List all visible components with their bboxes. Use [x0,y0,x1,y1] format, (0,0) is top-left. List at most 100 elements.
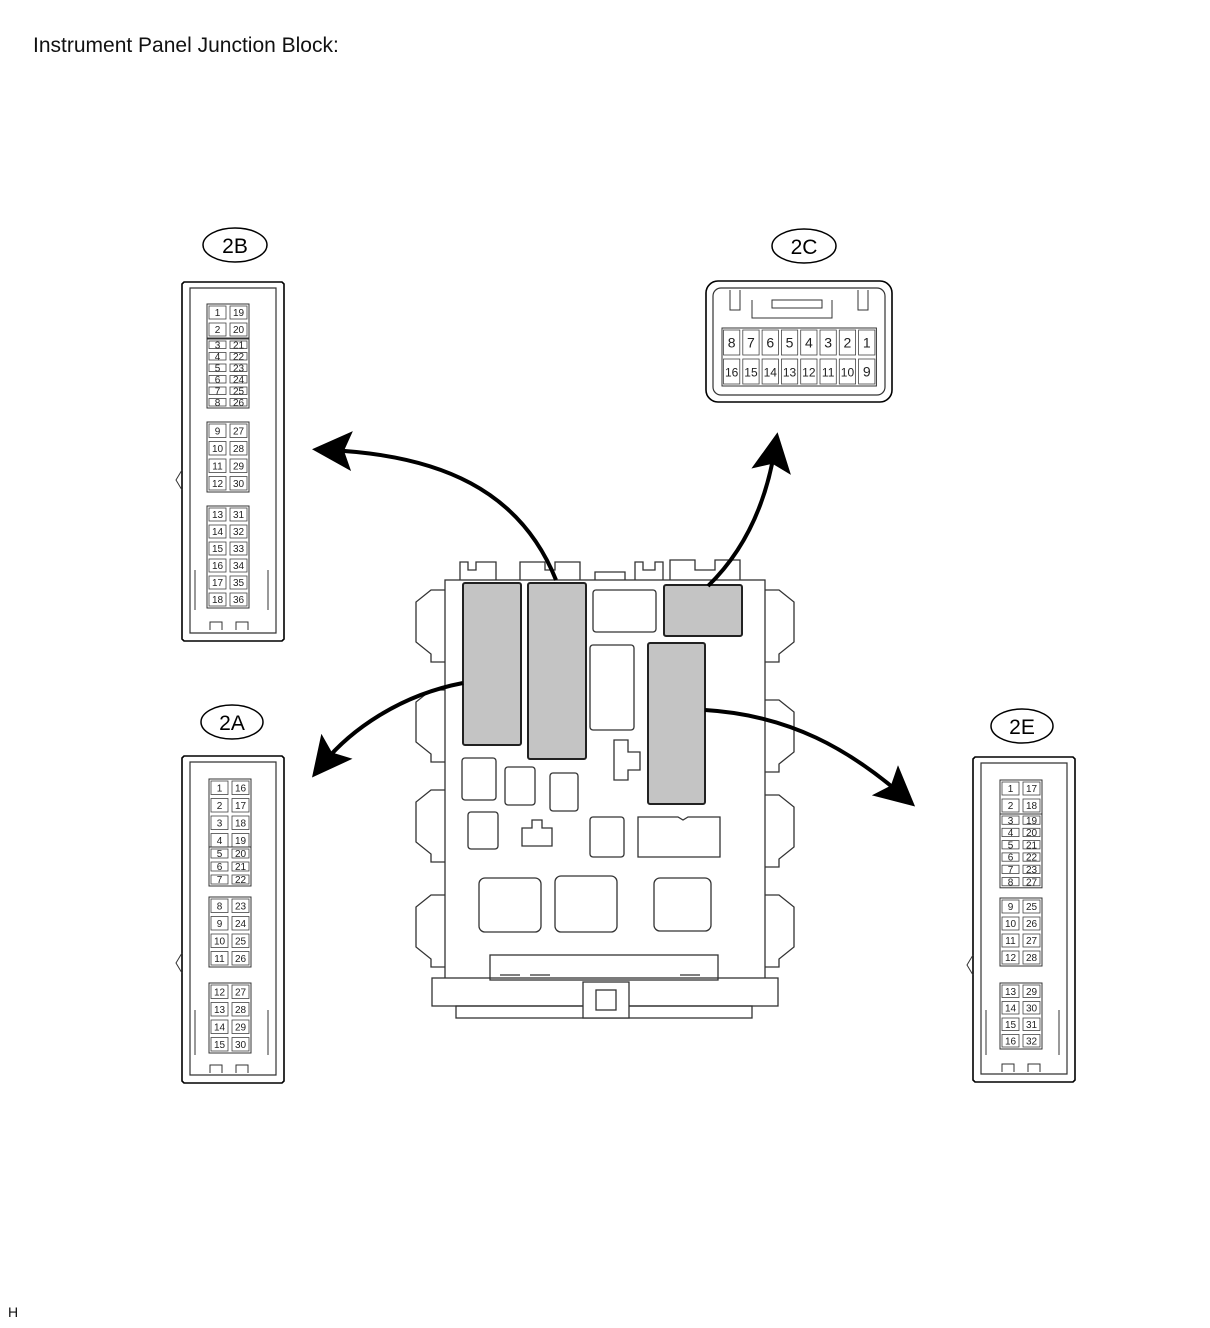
connector-2a-pin-cell [210,848,229,859]
connector-2a-label-badge: 2A [200,704,264,740]
connector-2c-pin-cell [838,329,856,356]
connector-2e-pin-cell [1001,899,1020,914]
connector-2b-pin-cell [229,575,248,590]
connector-2a-pin-number: 27 [235,987,247,998]
connector-2a-pin-number: 1 [217,783,223,794]
connector-2b-pin-cell [229,340,248,349]
connector-2e-pin-number: 25 [1026,902,1038,913]
connector-2e-pin-number: 7 [1008,865,1014,876]
connector-2e-pin-number: 1 [1008,784,1014,795]
arrow-to-2c [706,432,791,588]
connector-2a-pin-cell [210,1037,229,1052]
connector-2a-pin-number: 6 [217,862,223,873]
connector-2a-pin-cell [210,1019,229,1034]
connector-2a-pin-number: 18 [235,818,247,829]
connector-2b-pin-cell [229,476,248,491]
connector-2c-pin-number: 14 [764,366,778,380]
connector-2b-pin-number: 13 [212,510,224,521]
connector-2a-pin-number: 2 [217,801,223,812]
connector-2e-pin-number: 28 [1026,953,1038,964]
connector-2e-pin-cell [1001,815,1020,825]
connector-2a-pin-cell [231,848,250,859]
connector-2a-pin-cell [231,951,250,966]
connector-2b-pin-number: 11 [212,461,223,472]
connector-2c-pin-number: 3 [824,335,832,351]
connector-2b-pin-number: 10 [212,444,224,455]
connector-2b-pin-number: 23 [233,363,245,374]
connector-2e-pin-number: 8 [1008,877,1014,888]
connector-2b-pin-cell [229,441,248,456]
connector-2c-pin-number: 5 [786,335,794,351]
connector-2a-pin-number: 20 [235,849,247,860]
connector-2e-pin-cell [1022,781,1041,796]
connector-2e-pin-cell [1001,877,1020,887]
connector-2c-pin-number: 4 [805,335,813,351]
connector-2a-pin-number: 7 [217,875,223,886]
connector-2a-pin-cell [210,861,229,872]
connector-2a-pin-cell [231,1002,250,1017]
connector-2b-pin-number: 30 [233,479,245,490]
connector-2e-pin-number: 19 [1026,816,1038,827]
connector-2c-pin-cell [858,329,876,356]
connector-2a-pin-cell [210,1002,229,1017]
connector-2c-pin-cell [819,358,837,385]
connector-2b-pin-cell [229,352,248,361]
connector-2e-pin-number: 14 [1005,1003,1017,1014]
connector-2e-pin-number: 12 [1005,953,1017,964]
connector-2a-pin-cell [210,898,229,913]
connector-2b-pin-number: 22 [233,352,245,363]
connector-2b-label-badge: 2B [202,227,268,263]
connector-2e-pin-number: 23 [1026,865,1038,876]
connector-2c-label-badge: 2C [771,228,837,264]
connector-2e-pin-cell [1001,1001,1020,1015]
connector-2b-pin-number: 14 [212,527,224,538]
connector-2b-pin-number: 25 [233,386,245,397]
connector-2b-pin-cell [208,541,227,556]
connector-2b-pin-number: 5 [215,363,221,374]
connector-2a-pin-cell [231,815,250,830]
connector-2e-pin-cell [1001,1034,1020,1048]
connector-2e-pin-number: 26 [1026,919,1038,930]
connector-2e-pin-number: 20 [1026,828,1038,839]
connector-2b-pin-cell [208,458,227,473]
connector-2e-pin-number: 21 [1026,840,1038,851]
connector-2b-pin-number: 29 [233,461,245,472]
connector-2a-pin-number: 22 [235,875,247,886]
connector-2b-pin-cell [208,575,227,590]
connector-2b-pin-number: 1 [215,308,221,319]
connector-2b-pin-cell [208,363,227,372]
connector-2e-pin-cell [1022,950,1041,965]
connector-2b-pin-number: 7 [215,386,221,397]
connector-2c-pin-number: 7 [747,335,755,351]
connector-2a-pin-cell [210,780,229,795]
connector-2c-label: 2C [791,236,818,259]
connector-2c-pin-cell [781,329,799,356]
connector-2e-pin-cell [1022,877,1041,887]
connector-2a-pin-number: 3 [217,818,223,829]
diagram-title: Instrument Panel Junction Block: [33,34,339,57]
connector-2b-pin-cell [229,363,248,372]
connector-2e-pin-number: 17 [1026,784,1038,795]
connector-2e-pin-cell [1022,1017,1041,1031]
connector-2b-pin-cell [208,558,227,573]
connector-2a-pin-cell [231,984,250,999]
connector-2b-pin-cell [229,524,248,539]
connector-2a-pin-cell [231,861,250,872]
connector-2e-pin-cell [1022,798,1041,813]
connector-2a-pin-cell [210,984,229,999]
connector-2a-pin-cell [210,798,229,813]
connector-2c-pin-number: 13 [783,366,797,380]
connector-2b-pin-cell [229,507,248,522]
connector-2c-pin-cell [723,329,741,356]
connector-arrows [312,431,916,807]
connector-2e-pin-number: 27 [1026,877,1038,888]
connector-2a-pin-cell [231,874,250,885]
connector-2e-pin-cell [1001,798,1020,813]
connector-2c-pin-number: 2 [844,335,852,351]
